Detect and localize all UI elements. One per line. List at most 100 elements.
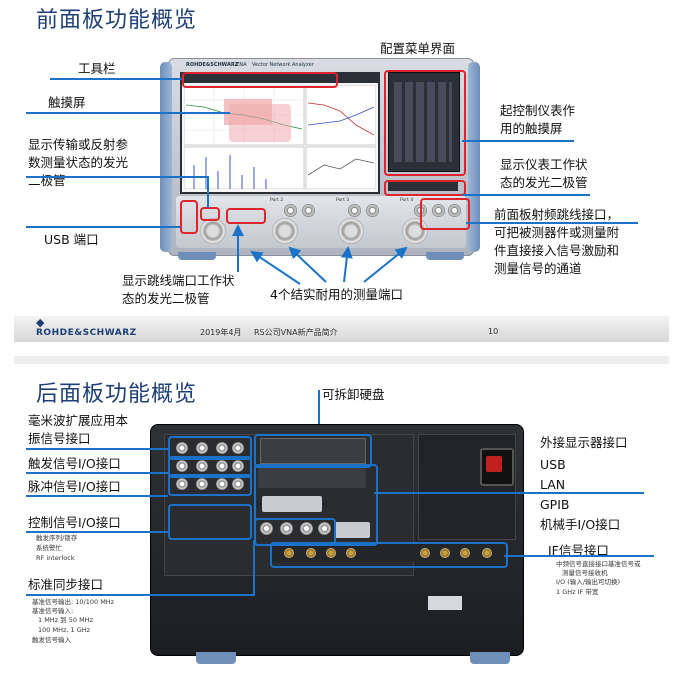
pulse-connector xyxy=(216,478,228,490)
control-note-3: RF interlock xyxy=(36,554,75,562)
label-trigger: 触发信号I/O接口 xyxy=(28,456,121,471)
port-label-2: Port 2 xyxy=(270,198,284,203)
if-note-4: 1 GHz IF 带宽 xyxy=(556,588,599,596)
trigger-connector xyxy=(196,460,208,472)
footer-logo-icon: ◆ xyxy=(36,316,45,329)
rf-jumper-highlight xyxy=(420,198,470,230)
label-mmwave-2: 振信号接口 xyxy=(28,431,91,446)
port-label-4: Port 4 xyxy=(400,198,414,203)
label-led-status-3: 二极管 xyxy=(28,173,66,188)
rear-foot-right xyxy=(470,652,510,664)
label-jumper-led-2: 态的发光二极管 xyxy=(122,291,210,306)
if-connector xyxy=(440,548,450,558)
jumper-port xyxy=(448,204,461,217)
label-if-signal: IF信号接口 xyxy=(548,543,609,558)
footer-subtitle: RS公司VNA新产品简介 xyxy=(254,328,338,337)
pulse-connector xyxy=(176,478,188,490)
label-control-touch-1: 起控制仪表作 xyxy=(500,103,576,118)
control-connector xyxy=(318,522,331,535)
gpib-port xyxy=(334,522,370,538)
label-jumper-led-1: 显示跳线端口工作状 xyxy=(122,273,235,288)
front-foot-right xyxy=(426,252,464,260)
right-handle xyxy=(468,62,480,252)
label-led-status-2: 数测量状态的发光 xyxy=(28,155,129,170)
label-rf-jumper-2: 可把被测器件或测量附 xyxy=(494,225,620,240)
jumper-port xyxy=(348,204,361,217)
hdd-slot xyxy=(260,438,366,464)
label-toolbar: 工具栏 xyxy=(78,61,116,76)
line-instrument-led xyxy=(462,194,590,196)
usb-highlight xyxy=(180,200,198,234)
line-sync-v xyxy=(253,540,255,596)
sync-note-2: 基准信号输入: xyxy=(32,607,74,615)
jumper-port xyxy=(366,204,379,217)
trigger-connector xyxy=(216,460,228,472)
label-usb: USB xyxy=(540,457,566,472)
mmwave-connector xyxy=(176,442,188,454)
if-connector xyxy=(284,548,294,558)
led-status-highlight xyxy=(200,207,220,221)
if-note-3: I/O (输入/输出可切换) xyxy=(556,578,621,586)
label-lan: LAN xyxy=(540,477,566,492)
front-panel-title: 前面板功能概览 xyxy=(36,8,198,33)
line-io xyxy=(374,492,644,494)
usb-lan-block xyxy=(258,466,366,488)
control-keypad xyxy=(394,82,452,162)
line-led-status xyxy=(26,176,208,178)
label-robot: 机械手I/O接口 xyxy=(540,517,621,532)
power-socket xyxy=(480,448,514,486)
line-rf-jumper xyxy=(466,222,638,224)
label-gpib: GPIB xyxy=(540,497,570,512)
sync-note-4: 100 MHz, 1 GHz xyxy=(38,626,91,634)
footer-page: 10 xyxy=(488,327,499,336)
jumper-port xyxy=(432,204,445,217)
sync-note-3: 1 MHz 到 50 MHz xyxy=(38,616,93,624)
control-status-strip xyxy=(388,182,458,191)
label-rf-jumper-1: 前面板射频跳线接口， xyxy=(494,207,620,222)
label-control: 控制信号I/O接口 xyxy=(28,515,121,530)
label-config-menu: 配置菜单界面 xyxy=(380,41,456,56)
footer-bar xyxy=(14,316,669,342)
control-connector xyxy=(300,522,313,535)
sync-note-5: 触发信号输入 xyxy=(32,636,71,644)
line-if xyxy=(504,555,654,557)
label-measure-ports: 4个结实耐用的测量端口 xyxy=(270,287,403,302)
knob-port-4 xyxy=(402,218,428,244)
jumper-port xyxy=(302,204,315,217)
mmwave-connector xyxy=(216,442,228,454)
label-usb-port: USB 端口 xyxy=(44,232,99,247)
slide-separator xyxy=(14,356,669,364)
control-note-2: 系统警忙 xyxy=(36,544,62,552)
label-led-status-1: 显示传输或反射参 xyxy=(28,137,129,152)
trigger-highlight xyxy=(168,456,252,478)
pulse-highlight xyxy=(168,474,252,496)
pulse-connector xyxy=(196,478,208,490)
instrument-led-highlight xyxy=(384,180,466,196)
trigger-connector xyxy=(232,460,244,472)
if-connector xyxy=(420,548,430,558)
instrument-model: ZNA xyxy=(236,62,247,68)
hdd-highlight xyxy=(254,434,372,468)
label-rf-jumper-4: 测量信号的通道 xyxy=(494,261,582,276)
if-connector xyxy=(326,548,336,558)
control-connector xyxy=(260,522,273,535)
label-mmwave-1: 毫米波扩展应用本 xyxy=(28,413,129,428)
knob-port-2 xyxy=(272,218,298,244)
if-connector xyxy=(306,548,316,558)
label-pulse: 脉冲信号I/O接口 xyxy=(28,479,121,494)
jumper-port xyxy=(284,204,297,217)
label-control-touch-2: 用的触摸屏 xyxy=(500,121,563,136)
knob-port-3 xyxy=(338,218,364,244)
instrument-brand: ROHDE&SCHWARZ xyxy=(186,62,239,68)
knob-port-1 xyxy=(200,218,226,244)
rating-plate xyxy=(428,596,462,610)
line-pulse xyxy=(26,495,168,497)
power-switch xyxy=(486,456,502,472)
dvi-port xyxy=(262,496,322,512)
control-touch-highlight xyxy=(384,70,466,176)
line-sync xyxy=(26,594,254,596)
line-control xyxy=(26,531,168,533)
line-control-touch xyxy=(462,140,574,142)
line-mmwave xyxy=(26,448,168,450)
line-toolbar xyxy=(50,78,182,80)
